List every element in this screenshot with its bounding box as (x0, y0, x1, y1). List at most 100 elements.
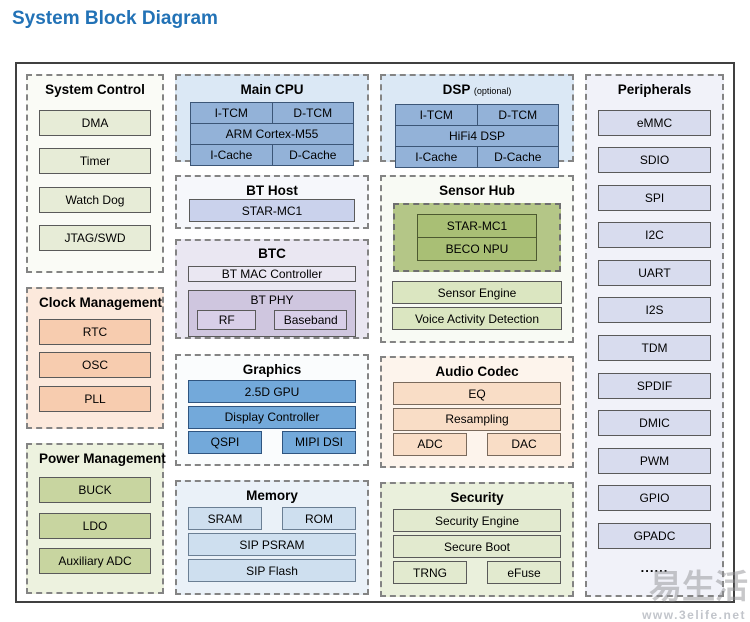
block-pwm: PWM (598, 447, 711, 474)
block-ldo: LDO (39, 512, 151, 539)
audio-codec-items: EQ Resampling ADC DAC (393, 380, 561, 458)
block-baseband: Baseband (274, 310, 347, 330)
block-star-mc1-bt: STAR-MC1 (189, 199, 355, 222)
block-star-mc1-sensor: STAR-MC1 (418, 215, 536, 237)
system-control-items: DMA Timer Watch Dog JTAG/SWD (39, 98, 151, 263)
block-pll: PLL (39, 385, 151, 412)
block-watch-dog: Watch Dog (39, 186, 151, 213)
group-dsp: DSP (optional) I-TCM D-TCM HiFi4 DSP I-C… (380, 74, 574, 168)
group-title-peripherals: Peripherals (617, 82, 692, 97)
block-itcm: I-TCM (191, 103, 272, 123)
block-arm-cortex-m55: ARM Cortex-M55 (191, 124, 353, 144)
block-emmc: eMMC (598, 109, 711, 136)
group-title-system-control: System Control (45, 82, 145, 97)
power-management-items: BUCK LDO Auxiliary ADC (39, 467, 151, 584)
block-display-controller: Display Controller (188, 405, 356, 429)
dsp-optional-text: (optional) (473, 86, 512, 96)
group-title-security: Security (450, 490, 504, 505)
clock-management-items: RTC OSC PLL (39, 311, 151, 419)
graphics-pair: QSPI MIPI DSI (188, 430, 356, 454)
group-sensor-hub: Sensor Hub STAR-MC1 BECO NPU Sensor Engi… (380, 175, 574, 343)
group-title-btc: BTC (258, 246, 286, 261)
graphics-items: 2.5D GPU Display Controller QSPI MIPI DS… (188, 378, 356, 456)
block-i2s: I2S (598, 297, 711, 324)
block-security-engine: Security Engine (393, 509, 561, 532)
group-security: Security Security Engine Secure Boot TRN… (380, 482, 574, 597)
block-hifi4-dsp: HiFi4 DSP (396, 126, 558, 146)
block-adc: ADC (393, 432, 467, 456)
block-dsp-icache: I-Cache (396, 147, 477, 167)
dsp-grid: I-TCM D-TCM HiFi4 DSP I-Cache D-Cache (395, 104, 559, 168)
sensor-hub-items: Sensor Engine Voice Activity Detection (392, 278, 562, 333)
bt-phy-label: BT PHY (250, 293, 294, 307)
sensor-hub-cluster: STAR-MC1 BECO NPU (393, 203, 561, 272)
block-beco-npu: BECO NPU (418, 238, 536, 260)
dsp-title-text: DSP (442, 82, 471, 97)
block-qspi: QSPI (188, 430, 262, 454)
block-gpadc: GPADC (598, 522, 711, 549)
watermark-url: www.3elife.net (642, 608, 746, 622)
block-sram: SRAM (188, 507, 262, 530)
block-timer: Timer (39, 148, 151, 175)
security-items: Security Engine Secure Boot TRNG eFuse (393, 506, 561, 587)
block-tdm: TDM (598, 334, 711, 361)
group-graphics: Graphics 2.5D GPU Display Controller QSP… (175, 354, 369, 466)
block-resampling: Resampling (393, 407, 561, 431)
block-i2c: I2C (598, 222, 711, 249)
block-bt-mac-controller: BT MAC Controller (188, 266, 356, 282)
block-dcache: D-Cache (272, 145, 353, 165)
block-voice-activity-detection: Voice Activity Detection (392, 307, 562, 330)
group-title-sensor-hub: Sensor Hub (439, 183, 515, 198)
block-dmic: DMIC (598, 410, 711, 437)
block-sdio: SDIO (598, 147, 711, 174)
column-right: Peripherals eMMC SDIO SPI I2C UART I2S T… (585, 74, 724, 597)
block-eq: EQ (393, 382, 561, 406)
memory-pair: SRAM ROM (188, 507, 356, 530)
group-title-bt-host: BT Host (246, 183, 298, 198)
group-bt-host: BT Host STAR-MC1 (175, 175, 369, 229)
block-mipi-dsi: MIPI DSI (282, 430, 356, 454)
page-title: System Block Diagram (12, 8, 218, 29)
group-peripherals: Peripherals eMMC SDIO SPI I2C UART I2S T… (585, 74, 724, 597)
block-icache: I-Cache (191, 145, 272, 165)
block-diagram-board: System Control DMA Timer Watch Dog JTAG/… (15, 62, 735, 603)
block-dsp-dcache: D-Cache (477, 147, 558, 167)
bt-host-items: STAR-MC1 (188, 199, 356, 222)
group-title-audio-codec: Audio Codec (435, 364, 519, 379)
block-spi: SPI (598, 184, 711, 211)
block-auxiliary-adc: Auxiliary ADC (39, 548, 151, 575)
column-center-right: DSP (optional) I-TCM D-TCM HiFi4 DSP I-C… (380, 74, 574, 597)
column-center-left: Main CPU I-TCM D-TCM ARM Cortex-M55 I-Ca… (175, 74, 369, 597)
audio-codec-pair: ADC DAC (393, 432, 561, 456)
block-secure-boot: Secure Boot (393, 535, 561, 558)
group-btc: BTC BT MAC Controller BT PHY RF Baseband (175, 239, 369, 339)
block-dsp-itcm: I-TCM (396, 105, 477, 125)
group-title-memory: Memory (246, 488, 298, 503)
block-dtcm: D-TCM (272, 103, 353, 123)
block-dma: DMA (39, 110, 151, 137)
group-system-control: System Control DMA Timer Watch Dog JTAG/… (26, 74, 164, 273)
block-buck: BUCK (39, 476, 151, 503)
bt-phy-row: RF Baseband (197, 310, 347, 330)
block-25d-gpu: 2.5D GPU (188, 380, 356, 404)
watermark-logo: 易生活 (649, 568, 748, 605)
block-sensor-engine: Sensor Engine (392, 281, 562, 304)
group-power-management: Power Management BUCK LDO Auxiliary ADC (26, 443, 166, 594)
peripherals-ellipsis: ...... (640, 560, 669, 576)
block-osc: OSC (39, 352, 151, 378)
sensor-hub-cluster-stack: STAR-MC1 BECO NPU (417, 214, 537, 261)
block-sip-flash: SIP Flash (188, 559, 356, 582)
group-main-cpu: Main CPU I-TCM D-TCM ARM Cortex-M55 I-Ca… (175, 74, 369, 166)
block-rtc: RTC (39, 318, 151, 345)
group-memory: Memory SRAM ROM SIP PSRAM SIP Flash (175, 480, 369, 595)
group-title-graphics: Graphics (242, 362, 302, 377)
block-trng: TRNG (393, 561, 467, 584)
block-dsp-dtcm: D-TCM (477, 105, 558, 125)
group-title-dsp: DSP (optional) (391, 81, 563, 100)
group-title-main-cpu: Main CPU (240, 82, 304, 97)
block-jtag-swd: JTAG/SWD (39, 224, 151, 251)
group-audio-codec: Audio Codec EQ Resampling ADC DAC (380, 356, 574, 468)
block-spdif: SPDIF (598, 372, 711, 399)
peripherals-items: eMMC SDIO SPI I2C UART I2S TDM SPDIF DMI… (598, 98, 711, 587)
group-title-power-management: Power Management (39, 451, 166, 466)
